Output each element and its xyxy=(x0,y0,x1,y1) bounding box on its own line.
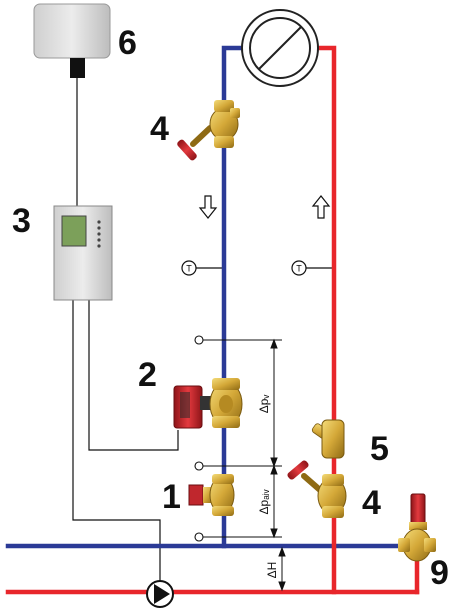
balancing-valve-bottom xyxy=(287,460,347,518)
dimension-dh xyxy=(278,546,286,592)
label-dpv: Δpᵥ xyxy=(257,395,271,414)
balancing-valve-top xyxy=(177,100,240,161)
control-wires xyxy=(72,78,334,585)
label-6: 6 xyxy=(118,24,137,62)
temp-sensor-left: T xyxy=(181,260,197,276)
outdoor-sensor xyxy=(33,3,111,78)
mp-mid xyxy=(194,461,204,471)
measuring-points xyxy=(194,335,282,542)
supply-riser xyxy=(317,45,337,595)
temp-sensor-right-label: T xyxy=(296,264,302,274)
diff-pressure-valve xyxy=(188,474,235,516)
wire-controller-to-actuator xyxy=(88,300,179,451)
flow-arrow-up xyxy=(311,195,331,219)
mp-top xyxy=(194,335,204,345)
label-4-top: 4 xyxy=(150,110,169,148)
flow-arrow-down xyxy=(198,195,218,219)
temp-sensor-right: T xyxy=(291,260,307,276)
wire-controller-to-pump xyxy=(72,300,161,585)
dimension-dpv xyxy=(270,338,278,468)
mp-bot xyxy=(194,532,204,542)
circulation-pump xyxy=(146,580,174,608)
dimension-dpdiv xyxy=(270,464,278,539)
label-5: 5 xyxy=(370,430,389,468)
temp-sensor-left-label: T xyxy=(186,264,192,274)
controller-display xyxy=(61,215,87,247)
label-4-bottom: 4 xyxy=(362,484,381,522)
bypass-valve xyxy=(398,493,436,562)
controller-leds xyxy=(97,220,101,248)
controller xyxy=(53,205,113,301)
heat-consumer xyxy=(241,9,319,87)
slash xyxy=(258,26,302,70)
label-dpdiv: Δpₐᵢᵥ xyxy=(257,489,271,514)
strainer xyxy=(311,419,345,459)
label-1: 1 xyxy=(162,478,181,516)
label-2: 2 xyxy=(138,356,157,394)
label-dh: ΔH xyxy=(265,562,279,579)
label-9: 9 xyxy=(430,554,449,592)
control-valve-with-actuator xyxy=(173,378,243,429)
label-3: 3 xyxy=(12,202,31,240)
